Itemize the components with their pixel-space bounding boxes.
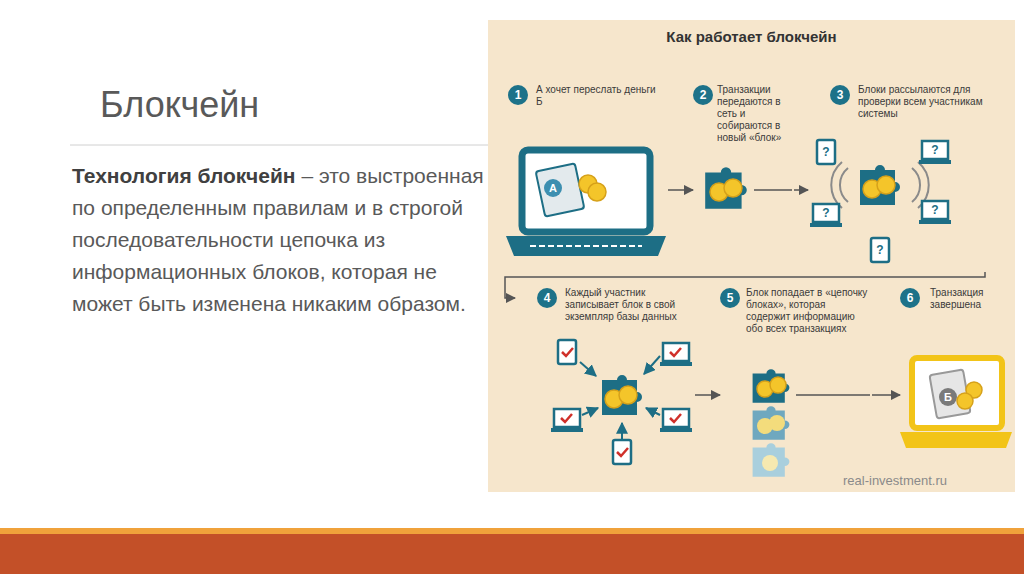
question-mark: ? (927, 202, 943, 218)
step-text: Блоки рассылаются для проверки всем учас… (858, 84, 983, 120)
watermark: real-investment.ru (843, 473, 947, 488)
step: 6 Транзакция завершена (900, 283, 1018, 473)
step-text: А хочет переслать деньги Б (536, 84, 656, 108)
question-mark: ? (818, 144, 834, 160)
broadcast-block (810, 140, 951, 262)
term: Технология блокчейн (72, 164, 296, 187)
step-number: 5 (720, 288, 740, 308)
wallet-mark: А (544, 180, 562, 196)
wallet-mark: Б (939, 389, 957, 405)
flow-arrow (794, 189, 808, 191)
block-puzzle (705, 167, 792, 209)
verify-block (551, 340, 692, 464)
definition: Технология блокчейн – это выстроенная по… (72, 160, 487, 320)
step: 4 Каждый участник записывает блок в свой … (515, 283, 695, 475)
step-number: 1 (508, 85, 528, 105)
footer-bar (0, 534, 1024, 574)
question-mark: ? (872, 242, 888, 258)
block-chain (753, 369, 870, 477)
slide-title: Блокчейн (100, 84, 259, 126)
flow-arrow (872, 394, 900, 396)
infographic-panel (488, 20, 1015, 492)
step-text: Каждый участник записывает блок в свой э… (565, 287, 680, 323)
question-mark: ? (818, 205, 834, 221)
footer-stripe (0, 528, 1024, 534)
diagram-title: Как работает блокчейн (488, 28, 1015, 45)
flow-arrow (668, 189, 693, 191)
step: 2Транзакции передаются в сеть и собирают… (693, 80, 794, 215)
question-mark: ? (927, 142, 943, 158)
step-text: Транзакция завершена (930, 287, 1015, 311)
step-number: 4 (537, 288, 557, 308)
laptop-sender (506, 150, 666, 256)
step: 1 А хочет переслать деньги Б (508, 80, 668, 262)
laptop-receiver (900, 358, 1012, 448)
step-number: 3 (830, 85, 850, 105)
step-text: Блок попадает в «цепочку блоках», котора… (746, 287, 870, 335)
title-rule (70, 145, 488, 146)
step-number: 2 (693, 85, 713, 105)
step-text: Транзакции передаются в сеть и собираютс… (717, 84, 792, 144)
step-number: 6 (900, 288, 920, 308)
flow-arrow (695, 394, 720, 396)
step: 5 Блок попадает в «цепочку блоках», котор… (720, 283, 872, 483)
step: 3 Блоки рассылаются для проверки всем уча… (808, 80, 1000, 272)
